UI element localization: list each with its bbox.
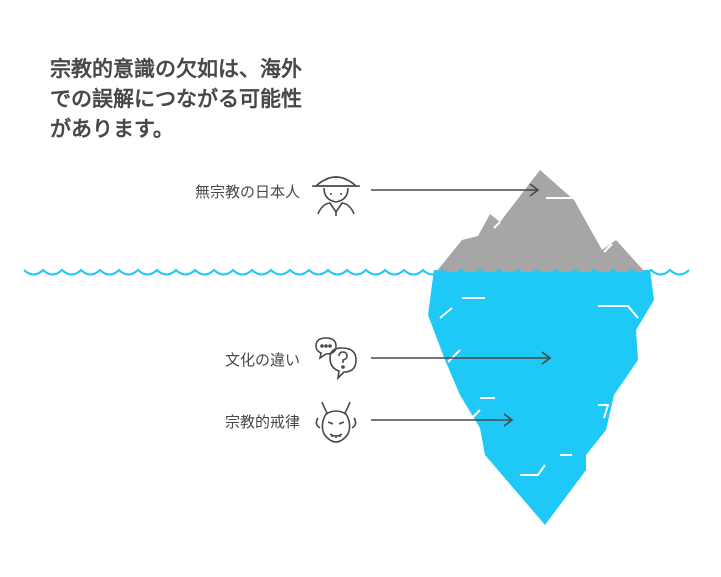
- arrows: [371, 183, 552, 427]
- demon-mask-icon: [315, 401, 357, 443]
- title-line-2: での誤解につながる可能性: [50, 87, 302, 111]
- speech-bubbles-question-icon: [315, 337, 357, 381]
- iceberg-cracks: [439, 297, 639, 476]
- label-religious-precepts: 宗教的戒律: [224, 413, 300, 431]
- peak-cracks: [493, 197, 613, 253]
- title-line-1: 宗教的意識の欠如は、海外: [50, 57, 302, 81]
- water-line: [23, 268, 690, 276]
- label-cultural-differences: 文化の違い: [224, 351, 300, 369]
- iceberg-peak: [436, 170, 645, 272]
- diagram-title: 宗教的意識の欠如は、海外 での誤解につながる可能性 があります。: [50, 54, 380, 144]
- title-line-3: があります。: [50, 117, 174, 141]
- person-with-hat-icon: [312, 176, 360, 216]
- label-irreligious-japanese: 無宗教の日本人: [194, 183, 300, 201]
- iceberg-underwater: [428, 270, 654, 525]
